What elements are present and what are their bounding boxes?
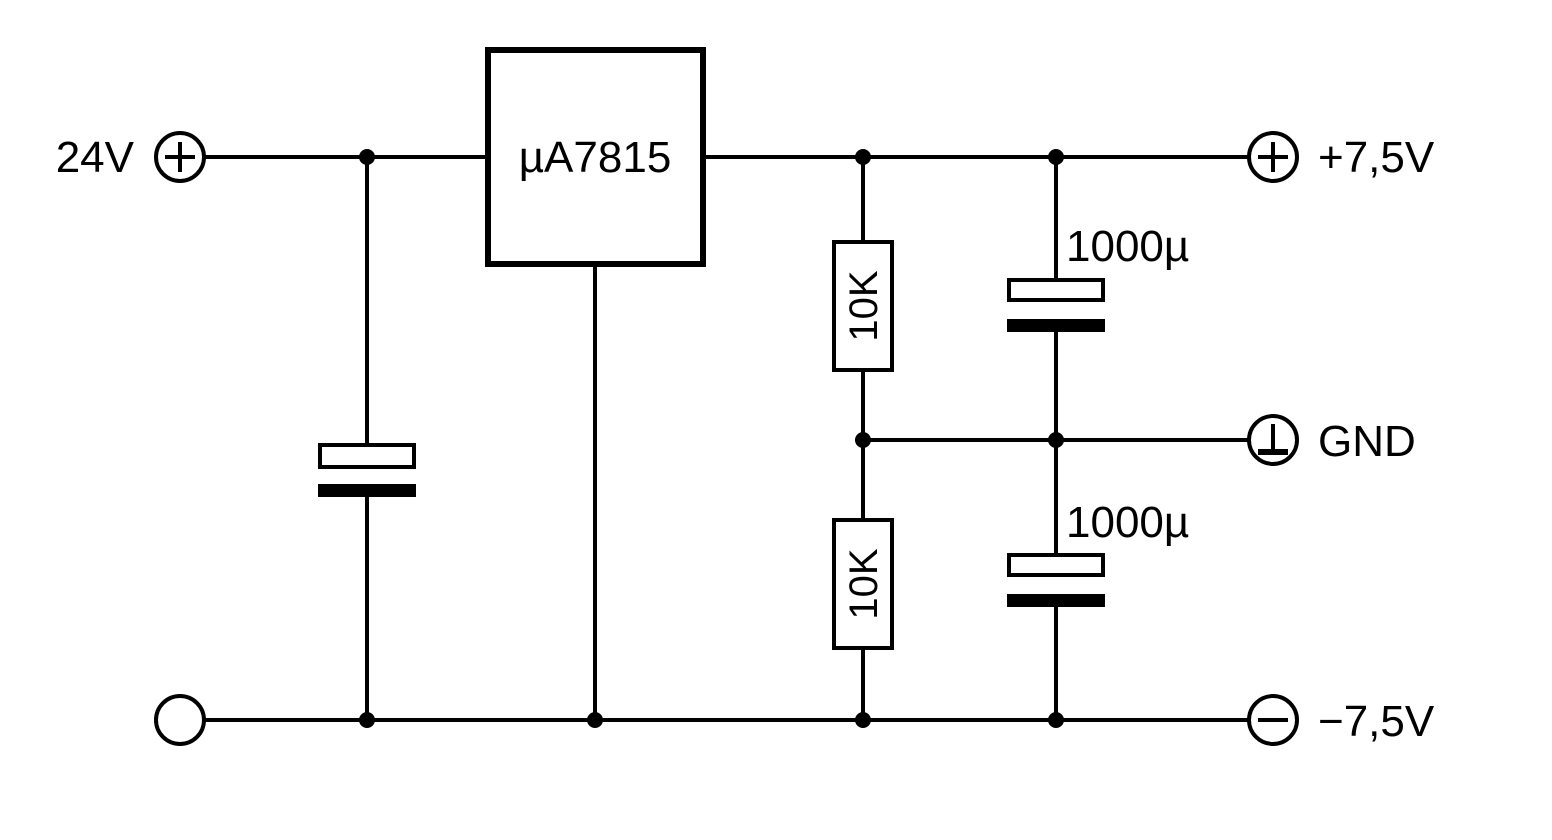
terminal-label: +7,5V	[1318, 133, 1435, 182]
voltage-regulator: µA7815	[485, 47, 706, 267]
junction-dot	[1048, 432, 1064, 448]
junctions	[359, 149, 1064, 728]
resistor-value: 10K	[842, 548, 886, 619]
junction-dot	[855, 149, 871, 165]
regulator-label: µA7815	[519, 133, 672, 182]
resistor-value: 10K	[842, 270, 886, 341]
junction-dot	[855, 712, 871, 728]
capacitor-plate-positive	[1007, 278, 1105, 302]
junction-dot	[359, 149, 375, 165]
capacitor-value: 1000µ	[1066, 498, 1189, 547]
capacitor-output-upper: 1000µ	[1007, 222, 1189, 332]
resistor-body	[832, 240, 894, 372]
ground-icon	[1258, 424, 1288, 455]
terminal-label: 24V	[56, 133, 135, 182]
junction-dot	[855, 432, 871, 448]
terminal-output-positive: +7,5V	[1247, 131, 1435, 183]
plus-icon	[1258, 142, 1288, 172]
terminal-output-ground: GND	[1247, 414, 1416, 466]
plus-icon	[165, 142, 195, 172]
capacitor-input	[318, 443, 416, 497]
capacitor-plate-positive	[318, 443, 416, 469]
terminal-input-positive: 24V	[56, 131, 206, 183]
capacitor-plate-negative	[318, 484, 416, 497]
capacitor-plate-negative	[1007, 594, 1105, 607]
regulator-body	[485, 47, 706, 267]
capacitor-value: 1000µ	[1066, 222, 1189, 271]
junction-dot	[1048, 712, 1064, 728]
terminal-label: GND	[1318, 417, 1416, 466]
junction-dot	[359, 712, 375, 728]
terminal-circle	[154, 694, 206, 746]
resistor-body	[832, 518, 894, 650]
terminal-input-negative	[154, 694, 206, 746]
terminal-output-negative: −7,5V	[1247, 694, 1435, 746]
wires	[205, 155, 1248, 722]
junction-dot	[1048, 149, 1064, 165]
capacitor-plate-negative	[1007, 319, 1105, 332]
terminal-label: −7,5V	[1318, 697, 1435, 746]
resistor-upper: 10K	[832, 240, 894, 372]
junction-dot	[587, 712, 603, 728]
capacitor-plate-positive	[1007, 553, 1105, 577]
resistor-lower: 10K	[832, 518, 894, 650]
capacitor-output-lower: 1000µ	[1007, 498, 1189, 607]
